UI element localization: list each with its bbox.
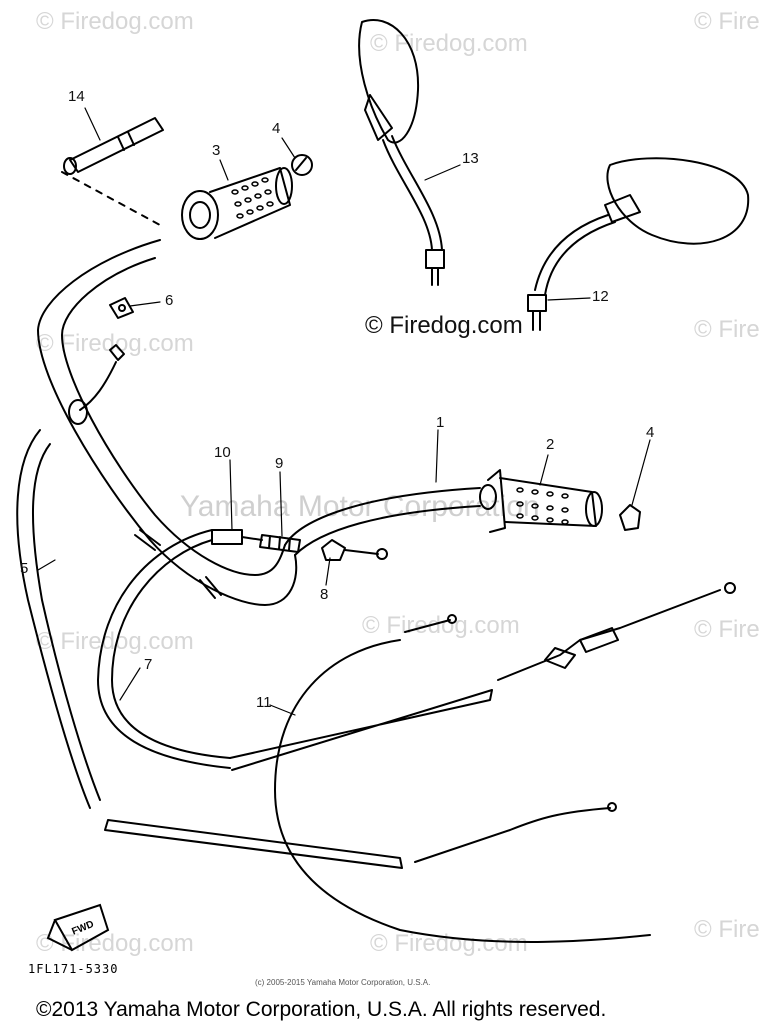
part-12-mirror	[527, 157, 750, 331]
part-11-cable	[274, 582, 736, 943]
part-4-end-cap	[291, 154, 313, 176]
part-2-grip	[487, 469, 603, 533]
fwd-label: FWD	[70, 919, 95, 938]
part-label-7: 7	[144, 656, 153, 673]
part-label-2: 2	[546, 436, 555, 453]
part-label-4: 4	[272, 120, 281, 137]
watermark: © Firedog.com	[36, 8, 194, 35]
watermark: © Fire	[694, 8, 760, 35]
diagram-code: 1FL171-5330	[28, 962, 119, 976]
part-label-8: 8	[320, 586, 329, 603]
part-label-1: 1	[436, 414, 445, 431]
part-label-12: 12	[592, 288, 609, 305]
fwd-arrow-icon	[46, 903, 110, 952]
part-label-6: 6	[165, 292, 174, 309]
part-1-handlebar	[37, 239, 497, 606]
part-label-14: 14	[68, 88, 85, 105]
watermark: © Fire	[694, 916, 760, 943]
copyright-text: ©2013 Yamaha Motor Corporation, U.S.A. A…	[36, 998, 607, 1021]
part-label-9: 9	[275, 455, 284, 472]
watermark: © Fire	[694, 316, 760, 343]
main-watermark: © Firedog.com	[365, 312, 523, 339]
watermark: © Firedog.com	[362, 612, 520, 639]
part-9-nut	[259, 534, 301, 553]
part-6-fitting	[68, 297, 134, 425]
watermark: © Firedog.com	[370, 930, 528, 957]
part-label-5: 5	[20, 560, 29, 577]
part-label-3: 3	[212, 142, 221, 159]
part-13-mirror	[358, 19, 445, 286]
watermark: © Firedog.com	[370, 30, 528, 57]
part-4-end-cap-right	[619, 504, 641, 531]
part-10-adjuster	[211, 529, 263, 545]
part-label-11: 11	[256, 694, 272, 711]
part-7-cable	[97, 529, 493, 869]
part-5-cable	[16, 429, 101, 809]
part-8-bolt	[321, 539, 388, 561]
part-label-10: 10	[214, 444, 231, 461]
small-copyright-note: (c) 2005-2015 Yamaha Motor Corporation, …	[255, 978, 431, 987]
part-label-13: 13	[462, 150, 479, 167]
leader-lines	[37, 107, 651, 716]
part-3-grip	[181, 167, 293, 240]
part-14-bar-end	[61, 117, 164, 226]
watermark: © Fire	[694, 616, 760, 643]
part-label-4b: 4	[646, 424, 655, 441]
